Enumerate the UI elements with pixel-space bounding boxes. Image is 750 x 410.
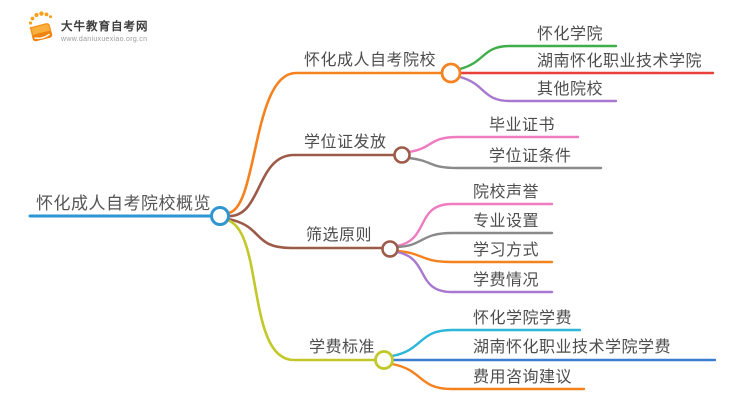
- branch4-circle: [374, 350, 394, 370]
- branch1-line: [226, 71, 443, 215]
- branch3-label: 筛选原则: [306, 227, 373, 244]
- branch3-child2-label: 专业设置: [473, 213, 540, 230]
- branch2-child1-line: [407, 135, 580, 154]
- branch2-child1-label: 毕业证书: [489, 117, 556, 134]
- branch1-circle: [440, 62, 462, 84]
- branch4-child3-line: [390, 362, 586, 391]
- branch4-label: 学费标准: [309, 339, 376, 356]
- logo-url: www.daniuxuexiao.org.cn: [61, 36, 148, 43]
- branch4-child1-line: [390, 328, 582, 358]
- branch3-child1-line: [395, 202, 554, 248]
- logo-title: 大牛教育自考网: [61, 21, 149, 33]
- branch4-child1-label: 怀化学院学费: [473, 310, 573, 327]
- branch1-child3-line: [458, 75, 618, 103]
- branch2-line: [226, 153, 396, 218]
- branch2-label: 学位证发放: [304, 134, 387, 151]
- branch3-child2-line: [395, 231, 554, 249]
- branch3-line: [226, 217, 384, 250]
- branch3-child3-line: [395, 249, 554, 264]
- branch1-child3-label: 其他院校: [537, 81, 604, 98]
- branch3-circle: [381, 240, 399, 258]
- branch3-child3-label: 学习方式: [473, 242, 540, 259]
- branch4-line: [225, 218, 376, 362]
- branch3-child4-line: [395, 250, 554, 294]
- branch1-child1-label: 怀化学院: [537, 26, 604, 43]
- branch4-child3-label: 费用咨询建议: [473, 369, 573, 386]
- branch2-child2-line: [407, 156, 603, 170]
- branch1-label: 怀化成人自考院校: [304, 52, 437, 69]
- branch3-child4-label: 学费情况: [473, 272, 540, 289]
- branch2-circle: [393, 146, 411, 164]
- branch1-child2-label: 湖南怀化职业技术学院: [537, 53, 703, 70]
- branch3-child1-label: 院校声誉: [473, 184, 540, 201]
- book-logo-icon: [28, 11, 53, 42]
- branch2-child2-label: 学位证条件: [489, 148, 572, 165]
- mindmap-root-label: 怀化成人自考院校概览: [36, 194, 211, 213]
- root-circle: [210, 206, 230, 226]
- branch1-child1-line: [458, 44, 618, 71]
- branch4-child2-label: 湖南怀化职业技术学院学费: [473, 339, 672, 356]
- site-logo: 大牛教育自考网 www.daniuxuexiao.org.cn: [28, 11, 149, 45]
